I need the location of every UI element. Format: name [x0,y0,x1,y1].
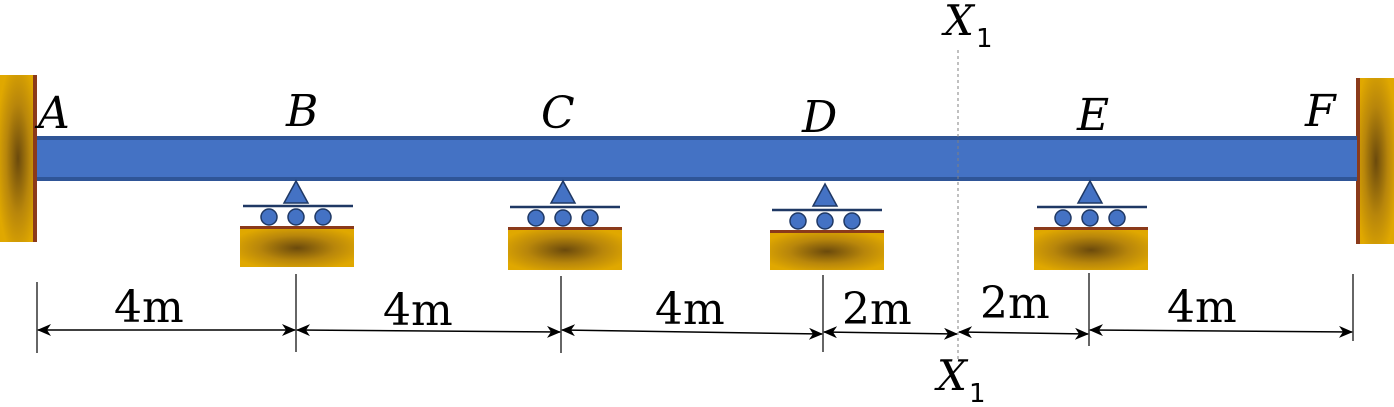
dimension-label-5: 2m [980,278,1050,329]
roller-support-D [770,182,884,270]
dimension-arrows [37,324,1353,340]
section-letter-top: X [941,0,976,45]
dimension-label-2: 4m [383,285,453,336]
left-fixed-wall [0,75,37,242]
section-subscript-top: 1 [976,24,993,54]
roller-support-C [508,179,622,270]
point-label-D: D [801,92,837,143]
roller-support-E [1034,179,1148,270]
roller-support-B [240,179,354,267]
section-subscript-bottom: 1 [969,379,986,407]
point-label-B: B [285,86,318,137]
point-label-A: A [34,88,70,139]
right-fixed-wall [1356,78,1394,244]
point-label-C: C [541,88,575,139]
section-label-top: X 1 [941,0,993,54]
dimension-label-3: 4m [655,284,725,335]
dimension-label-6: 4m [1167,282,1237,333]
dimension-label-1: 4m [114,282,184,333]
dimension-arrow-6 [1089,324,1353,338]
section-letter-bottom: X [934,351,969,400]
beam [37,136,1357,181]
dimension-label-4: 2m [842,284,912,335]
dimension-ticks [36,273,1354,353]
dimension-arrow-3 [561,324,823,340]
dimension-arrow-2 [296,324,561,338]
point-label-E: E [1076,90,1109,141]
dimension-arrow-4 [823,326,958,340]
dimension-arrow-5 [958,326,1089,340]
point-label-F: F [1304,86,1337,137]
section-label-bottom: X 1 [934,351,986,407]
